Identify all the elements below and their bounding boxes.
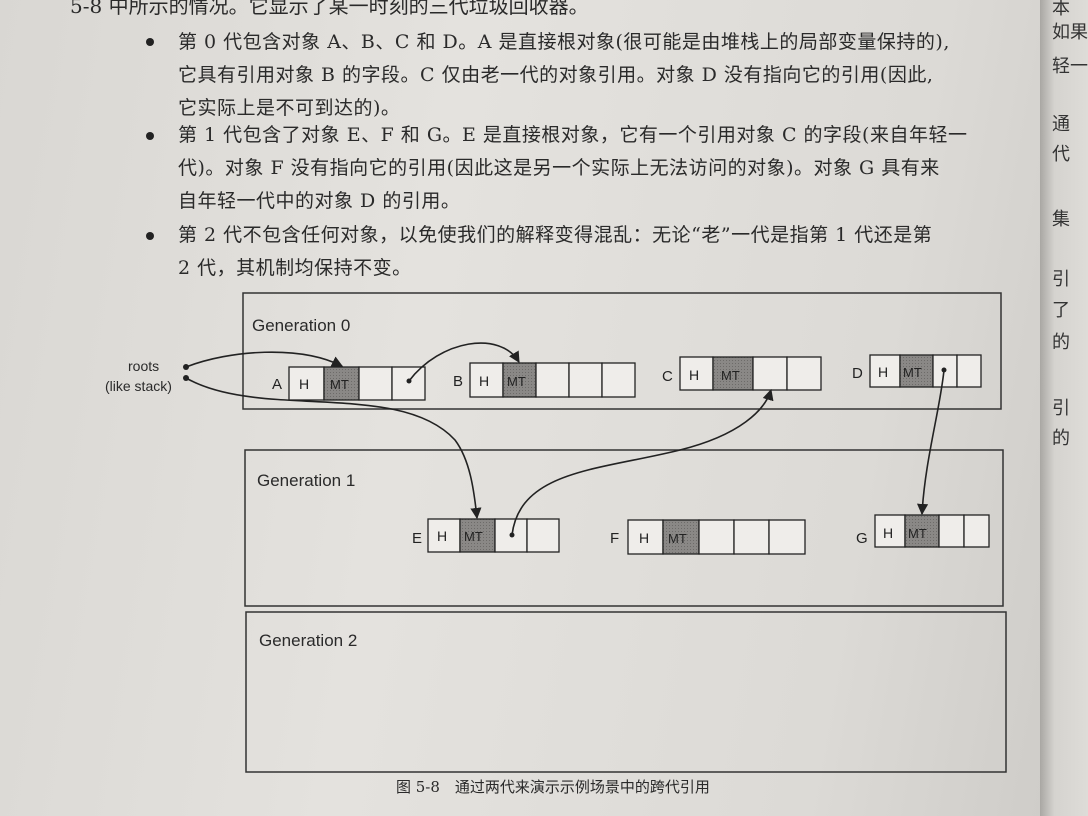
object-d: D H MT — [852, 354, 982, 388]
arrow-a-to-b — [408, 342, 520, 382]
header-cell: H — [437, 528, 447, 544]
mt-cell: MT — [507, 374, 526, 389]
object-g-label: G — [856, 530, 868, 547]
generation-0-box — [242, 292, 1002, 410]
object-c: C H MT — [662, 356, 822, 391]
right-page-fragment: 通 — [1052, 114, 1070, 135]
header-cell: H — [639, 530, 649, 546]
object-a-label: A — [272, 376, 282, 393]
object-e-label: E — [412, 530, 422, 547]
bullet-dot — [146, 232, 154, 240]
right-page-fragment: 引 — [1052, 398, 1070, 419]
object-e: E H MT — [412, 518, 560, 553]
header-cell: H — [883, 525, 893, 541]
object-d-label: D — [852, 365, 863, 382]
object-c-label: C — [662, 368, 673, 385]
right-page-fragment: 引 — [1052, 269, 1070, 290]
mt-cell: MT — [464, 529, 483, 544]
mt-cell: MT — [908, 526, 927, 541]
bullet-1-line-2: 它具有引用对象 B 的字段。C 仅由老一代的对象引用。对象 D 没有指向它的引用… — [178, 64, 934, 86]
object-f: F H MT — [610, 519, 806, 555]
generation-2-label: Generation 2 — [259, 631, 357, 650]
generation-2-box — [245, 611, 1007, 773]
object-b-label: B — [453, 373, 463, 390]
object-f-label: F — [610, 530, 619, 547]
right-page-fragment: 如果 — [1052, 22, 1088, 43]
bullet-dot — [146, 132, 154, 140]
mt-cell: MT — [721, 368, 740, 383]
right-page-fragment: 集 — [1052, 209, 1070, 230]
bullet-2-line-3: 自年轻一代中的对象 D 的引用。 — [178, 190, 461, 212]
mt-cell: MT — [668, 531, 687, 546]
figure-caption: 图 5-8 通过两代来演示示例场景中的跨代引用 — [396, 778, 710, 796]
right-page-fragment: 轻一 — [1052, 56, 1088, 77]
right-page-fragment: 代 — [1052, 144, 1070, 165]
heading-fragment: 5-8 中所示的情况。它显示了某一时刻的三代垃圾回收器。 — [70, 0, 589, 18]
arrow-e-to-c — [511, 388, 774, 536]
right-page-fragment: 的 — [1052, 428, 1070, 449]
bullet-2-line-1: 第 1 代包含了对象 E、F 和 G。E 是直接根对象，它有一个引用对象 C 的… — [178, 124, 968, 146]
bullet-1-line-3: 它实际上是不可到达的)。 — [178, 97, 401, 119]
bullet-1-line-1: 第 0 代包含对象 A、B、C 和 D。A 是直接根对象(很可能是由堆栈上的局部… — [178, 31, 950, 53]
bullet-dot — [146, 38, 154, 46]
generation-0-label: Generation 0 — [252, 316, 350, 335]
generation-1-box — [244, 449, 1004, 607]
arrow-roots-to-a — [185, 351, 344, 368]
header-cell: H — [689, 367, 699, 383]
arrow-d-to-g — [916, 369, 945, 516]
bullet-3-line-2: 2 代，其机制均保持不变。 — [178, 257, 412, 279]
object-b: B H MT — [453, 362, 636, 398]
right-page-fragment: 了 — [1052, 300, 1070, 321]
header-cell: H — [479, 373, 489, 389]
header-cell: H — [299, 376, 309, 392]
mt-cell: MT — [330, 377, 349, 392]
generation-1-label: Generation 1 — [257, 471, 355, 490]
right-page-fragment: 的 — [1052, 332, 1070, 353]
header-cell: H — [878, 364, 888, 380]
right-page-fragment: 本 — [1052, 0, 1070, 19]
mt-cell: MT — [903, 365, 922, 380]
bullet-2-line-2: 代)。对象 F 没有指向它的引用(因此这是另一个实际上无法访问的对象)。对象 G… — [178, 157, 940, 179]
object-g: G H MT — [856, 514, 990, 548]
roots-label: roots — [128, 358, 159, 374]
roots-sublabel: (like stack) — [105, 378, 172, 394]
facing-page-edge — [1040, 0, 1088, 816]
book-page — [0, 0, 1040, 816]
object-a: A H MT — [272, 366, 426, 401]
arrow-roots-to-e — [185, 377, 482, 520]
bullet-3-line-1: 第 2 代不包含任何对象，以免使我们的解释变得混乱：无论“老”一代是指第 1 代… — [178, 224, 933, 246]
